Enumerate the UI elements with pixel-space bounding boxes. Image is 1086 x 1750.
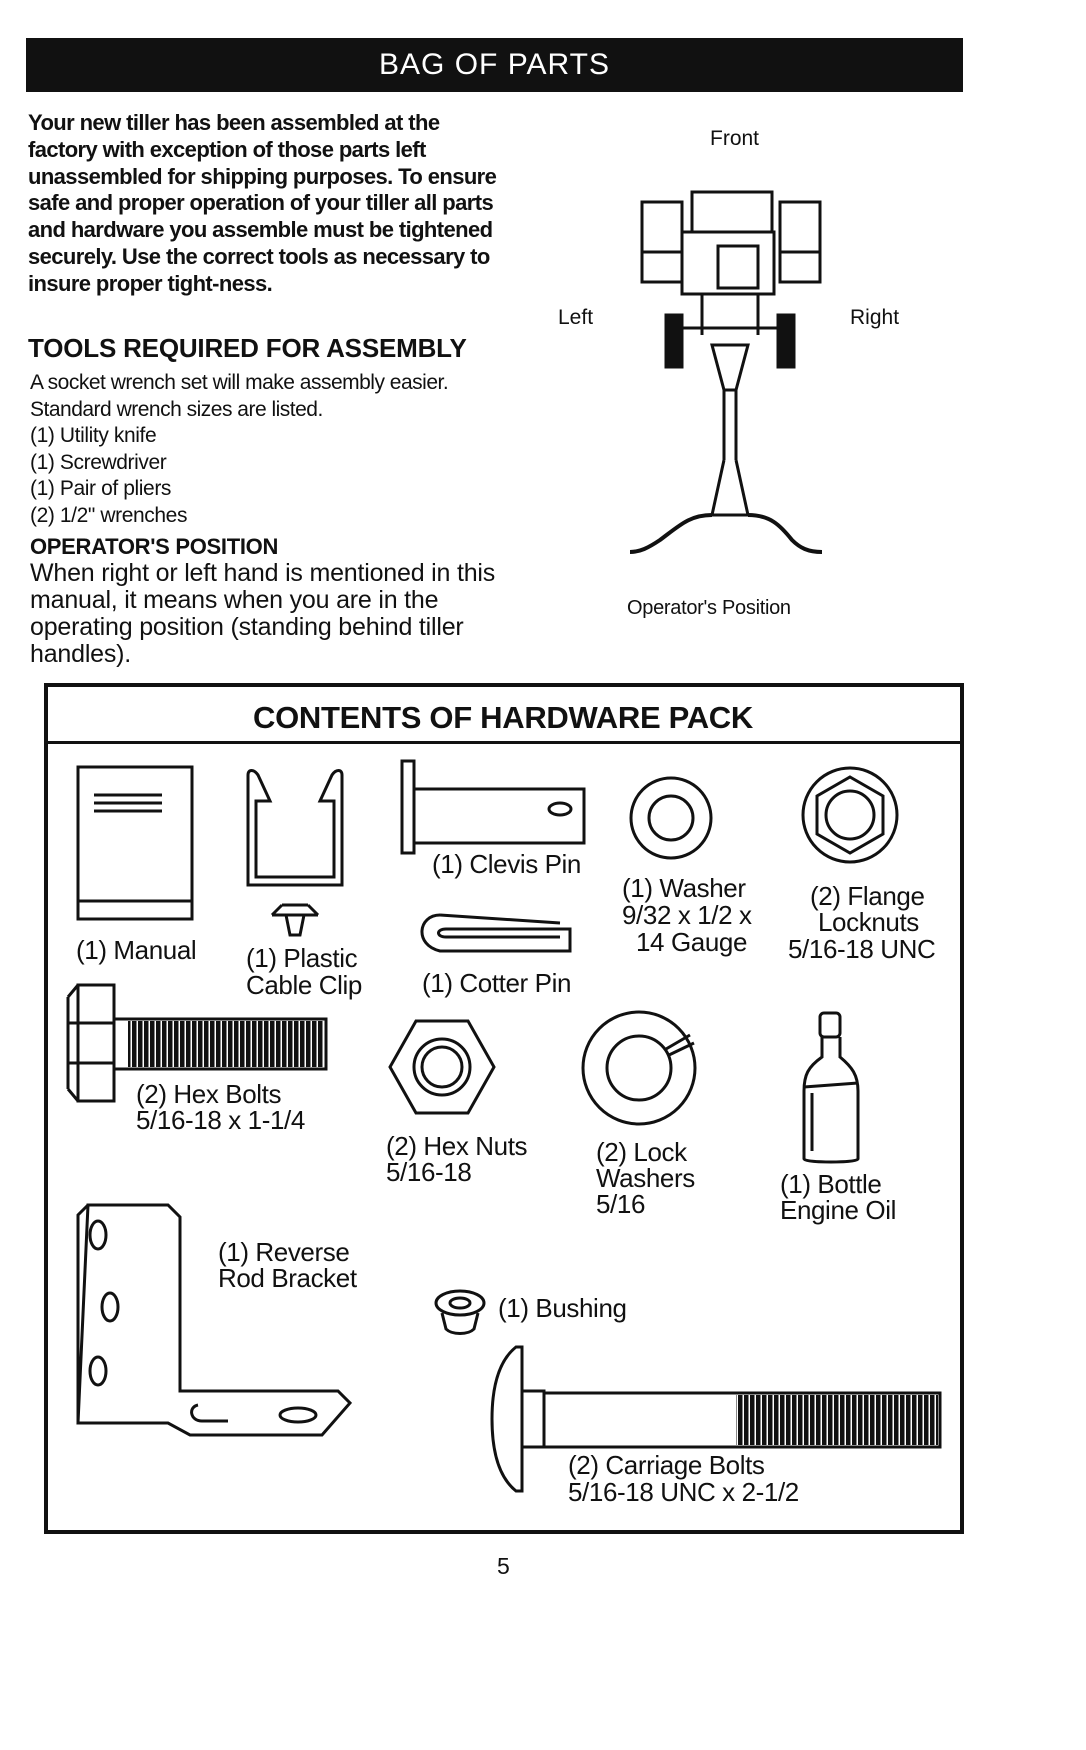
cable-clip-label-line1: (1) Plastic [246, 943, 358, 973]
diagram-front-label: Front [710, 127, 760, 150]
bushing-icon [434, 1289, 486, 1335]
hardware-title-row: CONTENTS OF HARDWARE PACK [48, 687, 960, 744]
tiller-top-view-diagram [630, 190, 823, 554]
operator-heading: OPERATOR'S POSITION [30, 534, 279, 559]
bushing-label: (1) Bushing [498, 1293, 627, 1323]
hex-bolts-label-line1: (2) Hex Bolts [136, 1079, 282, 1109]
hardware-pack-box: CONTENTS OF HARDWARE PACK (1) Manual (1)… [44, 683, 964, 1534]
clevis-pin-label: (1) Clevis Pin [432, 849, 581, 879]
hex-nuts-label-line2: 5/16-18 [386, 1157, 472, 1187]
engine-base [680, 230, 776, 296]
flange-locknut-icon [801, 766, 899, 864]
tools-heading: TOOLS REQUIRED FOR ASSEMBLY [28, 333, 467, 363]
lock-washers-label-line2: Washers [596, 1163, 695, 1193]
handle-grip-base [710, 459, 750, 517]
operator-description: When right or left hand is mentioned in … [30, 559, 496, 668]
washer-icon [629, 776, 713, 860]
tool-item: (1) Utility knife [30, 424, 157, 447]
reverse-rod-bracket-icon [76, 1203, 353, 1437]
page-number: 5 [497, 1553, 510, 1579]
wheel-left [664, 313, 684, 369]
bracket-label-line1: (1) Reverse [218, 1237, 350, 1267]
carriage-bolts-label-line2: 5/16-18 UNC x 2-1/2 [568, 1477, 799, 1507]
lock-washers-label-line1: (2) Lock [596, 1137, 687, 1167]
hex-nuts-label-line1: (2) Hex Nuts [386, 1131, 528, 1161]
diagram-right-label: Right [850, 306, 900, 329]
oil-label-line2: Engine Oil [780, 1195, 896, 1225]
hex-bolt-icon [66, 983, 328, 1103]
tools-list: (1) Utility knife (1) Screwdriver (1) Pa… [30, 423, 187, 529]
engine-body [690, 190, 774, 234]
washer-label-line1: (1) Washer [622, 873, 746, 903]
tool-item: (1) Screwdriver [30, 450, 167, 474]
manual-label: (1) Manual [76, 935, 197, 965]
clevis-pin-icon [400, 759, 586, 855]
hex-bolts-label-line2: 5/16-18 x 1-1/4 [136, 1105, 305, 1135]
washer-label-line3: 14 Gauge [636, 927, 748, 957]
handle-mount [710, 343, 750, 392]
cable-clip-icon [246, 769, 344, 937]
carriage-bolts-label-line1: (2) Carriage Bolts [568, 1450, 765, 1480]
flange-label-line3: 5/16-18 UNC [788, 934, 936, 964]
diagram-caption: Operator's Position [627, 597, 791, 619]
tool-item: (2) 1/2" wrenches [30, 503, 188, 527]
section-title: BAG OF PARTS [379, 48, 610, 81]
lock-washer-icon [581, 1010, 697, 1126]
washer-label-line2: 9/32 x 1/2 x [622, 900, 752, 930]
tool-item: (1) Pair of pliers [30, 477, 172, 501]
wheel-right [776, 313, 796, 369]
tools-description: A socket wrench set will make assembly e… [30, 371, 449, 421]
cable-clip-label-line2: Cable Clip [246, 970, 362, 1000]
section-banner: BAG OF PARTS [26, 38, 963, 92]
handle-bars [630, 513, 823, 554]
intro-paragraph: Your new tiller has been assembled at th… [28, 110, 497, 296]
hardware-title: CONTENTS OF HARDWARE PACK [253, 700, 753, 735]
manual-icon [76, 765, 194, 921]
oil-bottle-icon [802, 1011, 860, 1164]
bracket-label-line2: Rod Bracket [218, 1263, 357, 1293]
oil-label-line1: (1) Bottle [780, 1169, 882, 1199]
cotter-pin-icon [420, 913, 572, 953]
flange-label-line2: Locknuts [818, 907, 919, 937]
hex-nut-icon [388, 1019, 496, 1115]
diagram-left-label: Left [558, 306, 594, 329]
tine-left [640, 200, 684, 284]
flange-label-line1: (2) Flange [810, 881, 925, 911]
cotter-pin-label: (1) Cotter Pin [422, 968, 572, 998]
carriage-bolt-icon [490, 1345, 942, 1493]
tine-right [778, 200, 822, 284]
lock-washers-label-line3: 5/16 [596, 1189, 646, 1219]
